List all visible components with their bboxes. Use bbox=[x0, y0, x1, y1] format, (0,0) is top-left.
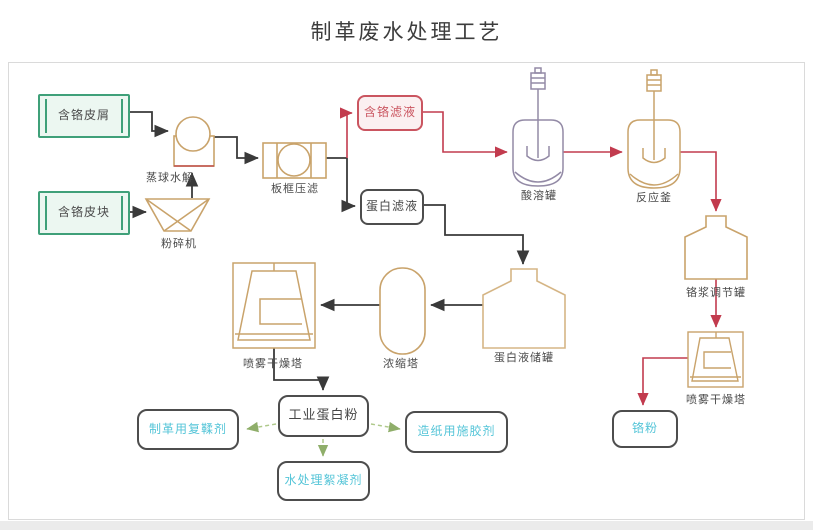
arrow-powder-to-sizing bbox=[370, 421, 401, 433]
ball-digester-label: 蒸球水解 bbox=[146, 170, 194, 184]
reactor-label: 反应釜 bbox=[636, 190, 672, 204]
sprayer-r-cone bbox=[691, 337, 739, 382]
bottom-strip bbox=[0, 521, 813, 530]
crusher-shape bbox=[144, 198, 211, 232]
node-protein-filtrate-label: 蛋白滤液 bbox=[365, 199, 418, 214]
filter-press-shape bbox=[262, 142, 327, 179]
digester-drum bbox=[175, 116, 211, 152]
arrow-reactor-to-slurry-tank bbox=[680, 151, 722, 212]
node-chrome-shavings-label: 含铬皮屑 bbox=[57, 108, 110, 123]
concentrator-column bbox=[379, 267, 426, 355]
sprayer-l-cone bbox=[237, 270, 311, 341]
concentration-tower-shape bbox=[379, 267, 426, 355]
node-paper-sizing-agent-label: 造纸用施胶剂 bbox=[417, 424, 496, 439]
protein-storage-tank-shape bbox=[482, 268, 566, 349]
node-chrome-filtrate: 含铬滤液 bbox=[357, 95, 423, 131]
arrow-branch-to-chrome-filtrate bbox=[340, 107, 353, 158]
crusher-x2 bbox=[163, 198, 210, 232]
acid-tank-impeller bbox=[526, 146, 550, 162]
node-industrial-protein-powder: 工业蛋白粉 bbox=[278, 395, 369, 437]
slurry-tank-body bbox=[684, 215, 748, 280]
sprayer-r-duct bbox=[703, 351, 731, 369]
sprayer-l-duct bbox=[259, 298, 302, 325]
node-industrial-protein-powder-label: 工业蛋白粉 bbox=[288, 407, 359, 423]
arrow-powder-to-retanning bbox=[246, 421, 277, 433]
chrome-slurry-tank-shape bbox=[684, 215, 748, 280]
filter-roller bbox=[277, 143, 311, 177]
node-chrome-pieces-label: 含铬皮块 bbox=[57, 205, 110, 220]
spray-dryer-right-label: 喷雾干燥塔 bbox=[686, 393, 746, 406]
node-chrome-shavings: 含铬皮屑 bbox=[38, 94, 130, 138]
node-chrome-pieces: 含铬皮块 bbox=[38, 191, 130, 235]
arrow-sprayer-to-chrome-powder bbox=[637, 357, 688, 406]
acid-tank-shape bbox=[512, 67, 564, 187]
crusher-x1 bbox=[145, 198, 192, 232]
reactor-impeller bbox=[642, 148, 666, 164]
acid-tank-jacket bbox=[514, 171, 562, 183]
page-title: 制革废水处理工艺 bbox=[310, 20, 503, 44]
node-water-flocculant: 水处理絮凝剂 bbox=[277, 461, 370, 501]
reactor-jacket bbox=[629, 173, 679, 186]
spray-dryer-left-label: 喷雾干燥塔 bbox=[243, 357, 303, 370]
crusher-hopper bbox=[144, 198, 211, 232]
node-protein-filtrate: 蛋白滤液 bbox=[360, 189, 424, 225]
acid-tank-motor bbox=[530, 72, 546, 90]
arrow-sprayer-to-protein-powder bbox=[273, 348, 330, 391]
black-flow-lines bbox=[130, 111, 530, 391]
green-product-lines bbox=[246, 421, 401, 457]
crusher-label: 粉碎机 bbox=[161, 236, 197, 250]
node-retanning-agent: 制革用复鞣剂 bbox=[137, 409, 239, 450]
reactor-shape bbox=[627, 69, 681, 189]
acid-tank-label: 酸溶罐 bbox=[521, 188, 557, 202]
node-chrome-powder: 铬粉 bbox=[612, 410, 678, 448]
node-chrome-powder-label: 铬粉 bbox=[631, 421, 658, 436]
node-chrome-filtrate-label: 含铬滤液 bbox=[363, 105, 416, 120]
equipment-captions: 蒸球水解 粉碎机 板框压滤 酸溶罐 反应釜 铬浆调节罐 喷雾干燥塔 喷雾干燥塔 … bbox=[146, 170, 746, 406]
node-paper-sizing-agent: 造纸用施胶剂 bbox=[405, 411, 508, 453]
node-water-flocculant-label: 水处理絮凝剂 bbox=[284, 473, 363, 488]
node-retanning-agent-label: 制革用复鞣剂 bbox=[148, 421, 227, 436]
spray-dryer-right-shape bbox=[687, 331, 744, 388]
red-flow-lines bbox=[340, 107, 722, 406]
arrow-digester-to-filter bbox=[211, 136, 259, 165]
spray-dryer-left-shape bbox=[232, 262, 316, 349]
ball-digester-shape bbox=[173, 116, 215, 167]
arrow-branch-to-protein-filtrate bbox=[341, 158, 356, 213]
protein-tank-body bbox=[482, 268, 566, 349]
filter-press-label: 板框压滤 bbox=[271, 181, 319, 195]
chrome-slurry-tank-label: 铬浆调节罐 bbox=[686, 285, 746, 299]
arrow-shavings-to-digester bbox=[130, 111, 169, 138]
concentration-tower-label: 浓缩塔 bbox=[383, 357, 419, 370]
arrow-filtrate-to-storage-tank bbox=[423, 204, 530, 265]
protein-storage-tank-label: 蛋白液储罐 bbox=[494, 350, 554, 364]
arrow-chrome-filtrate-to-acid-tank bbox=[423, 111, 508, 158]
reactor-motor bbox=[646, 74, 662, 92]
